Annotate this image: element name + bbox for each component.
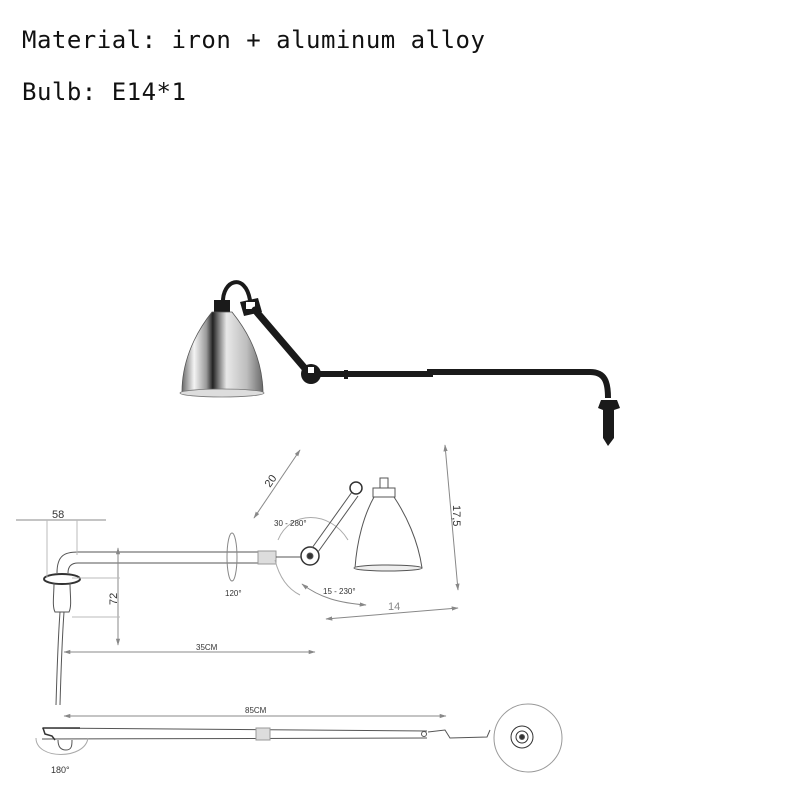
wall-mount	[598, 400, 620, 446]
elbow-joint	[301, 364, 321, 384]
lamp-photo-group	[179, 280, 620, 446]
dim-mount-width: 58	[52, 509, 64, 521]
side-view-drawing	[43, 477, 423, 706]
dim-mount-height: 72	[108, 593, 120, 605]
dim-arm-reach: 35CM	[196, 643, 218, 652]
dim-total-length: 85CM	[245, 706, 267, 715]
dim-shade-height: 17,5	[450, 505, 462, 526]
dim-upper-arm: 20	[263, 473, 280, 490]
top-view-drawing	[35, 703, 563, 773]
angle-elbow-range: 30 - 280°	[274, 519, 307, 528]
bulb-spec: Bulb: E14*1	[22, 78, 187, 106]
angle-wall-swing: 180°	[51, 765, 70, 775]
angle-arm-rotation: 120°	[225, 589, 242, 598]
cable-icon	[220, 280, 252, 304]
dim-shade-width: 14	[388, 601, 400, 613]
chrome-shade	[181, 311, 264, 393]
angle-shade-tilt: 15 - 230°	[323, 587, 356, 596]
upper-arm	[251, 306, 312, 376]
socket	[214, 300, 230, 314]
material-spec: Material: iron + aluminum alloy	[22, 26, 486, 54]
horizontal-arm	[318, 369, 611, 399]
side-view-dimensions	[16, 444, 460, 655]
